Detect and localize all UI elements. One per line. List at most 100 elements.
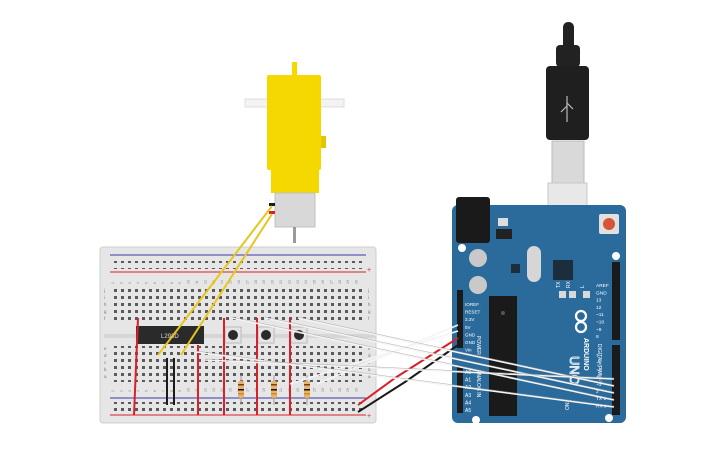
row-label: e xyxy=(104,346,107,351)
column-number: 29 xyxy=(346,280,350,284)
column-number: 4 xyxy=(136,282,140,284)
usb-cable[interactable] xyxy=(546,22,589,238)
bottom-rail-plus-label: + xyxy=(367,413,371,420)
column-number: 7 xyxy=(161,282,165,284)
power-pin-label: RESET xyxy=(465,310,481,315)
column-number: 25 xyxy=(313,280,317,284)
tx-label: TX xyxy=(556,281,562,288)
column-number: 9 xyxy=(178,390,182,392)
digital-pin-label: ~10 xyxy=(596,320,604,326)
digital-pin-label: ~6 xyxy=(596,360,602,366)
column-number: 24 xyxy=(304,280,308,284)
top-rail-plus-label: + xyxy=(367,267,371,274)
column-number: 28 xyxy=(338,388,342,392)
column-number: 10 xyxy=(187,280,191,284)
pushbutton-1[interactable] xyxy=(224,326,242,344)
column-number: 21 xyxy=(279,388,283,392)
row-label: b xyxy=(104,367,107,372)
wires-black[interactable] xyxy=(166,344,459,413)
analog-pin-label: A4 xyxy=(465,400,471,406)
analog-pin-label: A5 xyxy=(465,408,471,414)
column-number: 2 xyxy=(119,282,123,284)
resistor-1[interactable] xyxy=(238,375,244,405)
column-number: 30 xyxy=(355,388,359,392)
column-number: 9 xyxy=(178,282,182,284)
column-number: 18 xyxy=(254,388,258,392)
digital-pin-label: TX 1 xyxy=(596,396,606,402)
dc-motor[interactable] xyxy=(244,62,345,243)
row-label: j xyxy=(103,288,105,293)
l-label: L xyxy=(580,285,586,288)
row-label: b xyxy=(368,367,371,372)
wires-white[interactable] xyxy=(195,317,615,408)
column-number: 17 xyxy=(245,388,249,392)
power-header-label: POWER xyxy=(475,336,481,355)
power-pin-label: 3.3V xyxy=(465,317,475,322)
row-label: i xyxy=(368,295,369,300)
arduino-uno[interactable]: TX RX L ON ARDUINO UNO POWER ANALOG IN D… xyxy=(452,197,626,424)
digital-pin-label: GND xyxy=(596,290,607,296)
digital-pin-label: ~9 xyxy=(596,327,602,333)
column-number: 20 xyxy=(271,280,275,284)
column-number: 8 xyxy=(170,282,174,284)
power-pin-label: Vin xyxy=(465,348,472,353)
digital-pin-label: ~5 xyxy=(596,367,602,373)
column-number: 13 xyxy=(212,388,216,392)
row-label: f xyxy=(368,316,370,321)
column-number: 8 xyxy=(170,390,174,392)
column-number: 7 xyxy=(161,390,165,392)
digital-header-label: DIGITAL (PWM~) xyxy=(596,344,602,383)
column-number: 22 xyxy=(287,280,291,284)
resistor-2[interactable] xyxy=(271,375,277,405)
power-pin-label: GND xyxy=(465,340,476,345)
resistor-3[interactable] xyxy=(304,375,310,405)
column-number: 12 xyxy=(203,388,207,392)
row-label: i xyxy=(104,295,105,300)
row-label: g xyxy=(104,309,107,314)
column-number: 16 xyxy=(237,280,241,284)
column-number: 1 xyxy=(111,390,115,392)
column-number: 14 xyxy=(220,388,224,392)
wires-yellow[interactable] xyxy=(157,205,273,356)
power-pin-label: 5V xyxy=(465,325,472,330)
power-pin-label: GND xyxy=(465,332,476,337)
digital-pin-label: RX 0 xyxy=(596,403,607,409)
column-number: 27 xyxy=(329,388,333,392)
digital-pin-label: AREF xyxy=(596,283,609,289)
analog-pin-label: A3 xyxy=(465,393,471,399)
analog-pin-label: A1 xyxy=(465,378,471,384)
chip-label: L293D xyxy=(161,334,179,340)
column-number: 6 xyxy=(153,282,157,284)
pushbutton-3[interactable] xyxy=(290,326,308,344)
column-number: 28 xyxy=(338,280,342,284)
column-number: 26 xyxy=(321,388,325,392)
digital-pin-label: 13 xyxy=(596,298,602,304)
column-number: 29 xyxy=(346,388,350,392)
l293d-chip[interactable]: L293D xyxy=(136,326,204,344)
pushbutton-2[interactable] xyxy=(257,326,275,344)
column-number: 19 xyxy=(262,280,266,284)
usb-symbol-icon xyxy=(560,96,574,122)
column-number: 23 xyxy=(296,280,300,284)
column-number: 26 xyxy=(321,280,325,284)
column-number: 30 xyxy=(355,280,359,284)
reset-button[interactable] xyxy=(603,218,615,230)
row-label: h xyxy=(368,302,371,307)
column-number: 27 xyxy=(329,280,333,284)
arduino-logo-icon xyxy=(574,309,588,334)
rx-label: RX xyxy=(566,280,572,288)
column-number: 15 xyxy=(229,280,233,284)
analog-header-label: ANALOG IN xyxy=(475,370,481,398)
column-number: 6 xyxy=(153,390,157,392)
column-number: 3 xyxy=(128,390,132,392)
row-label: e xyxy=(368,346,371,351)
column-number: 19 xyxy=(262,388,266,392)
digital-pin-label: 8 xyxy=(596,334,599,340)
uno-label: UNO xyxy=(567,356,582,385)
row-label: j xyxy=(367,288,369,293)
power-pin-label: IOREF xyxy=(465,302,479,307)
column-number: 11 xyxy=(195,280,199,284)
arduino-logo-text: ARDUINO xyxy=(582,338,589,371)
column-number: 12 xyxy=(203,280,207,284)
